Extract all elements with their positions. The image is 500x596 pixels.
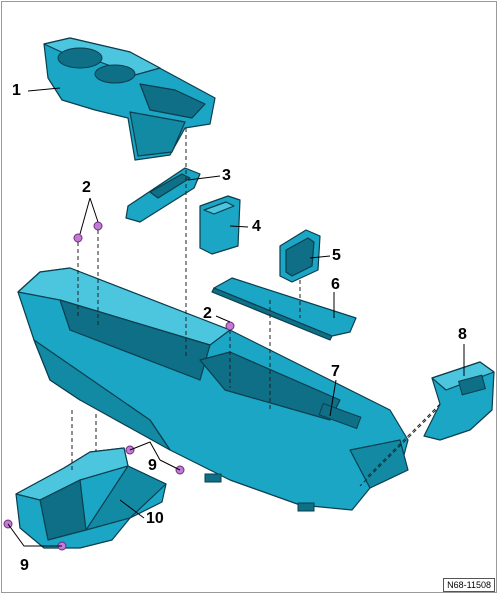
callout-6: 6	[331, 276, 340, 293]
part-6-lid	[211, 277, 357, 341]
callout-9: 9	[20, 557, 29, 574]
callout-7: 7	[331, 363, 340, 380]
screw-9	[3, 519, 13, 529]
screw-2	[225, 321, 235, 331]
callout-5: 5	[332, 247, 341, 264]
screw-2	[73, 233, 83, 243]
part-8-end-trim	[423, 361, 495, 441]
callout-2: 2	[82, 179, 91, 196]
assembly-lines	[71, 128, 441, 487]
callout-4: 4	[252, 218, 261, 235]
screw-2	[93, 221, 103, 231]
callout-1: 1	[12, 82, 21, 99]
part-1-cup-holder	[43, 37, 216, 161]
callout-8: 8	[458, 326, 467, 343]
leader-lines	[7, 87, 465, 547]
part-10-bracket	[15, 447, 167, 549]
part-4-socket-panel	[199, 195, 241, 255]
part-5-mat	[279, 229, 321, 283]
callout-3: 3	[222, 167, 231, 184]
reference-code-label: N68-11508	[443, 578, 495, 592]
part-3-tray	[125, 167, 201, 223]
callout-2: 2	[203, 305, 212, 322]
callout-9: 9	[148, 457, 157, 474]
callout-10: 10	[146, 510, 164, 527]
part-7-console-body	[17, 267, 409, 512]
